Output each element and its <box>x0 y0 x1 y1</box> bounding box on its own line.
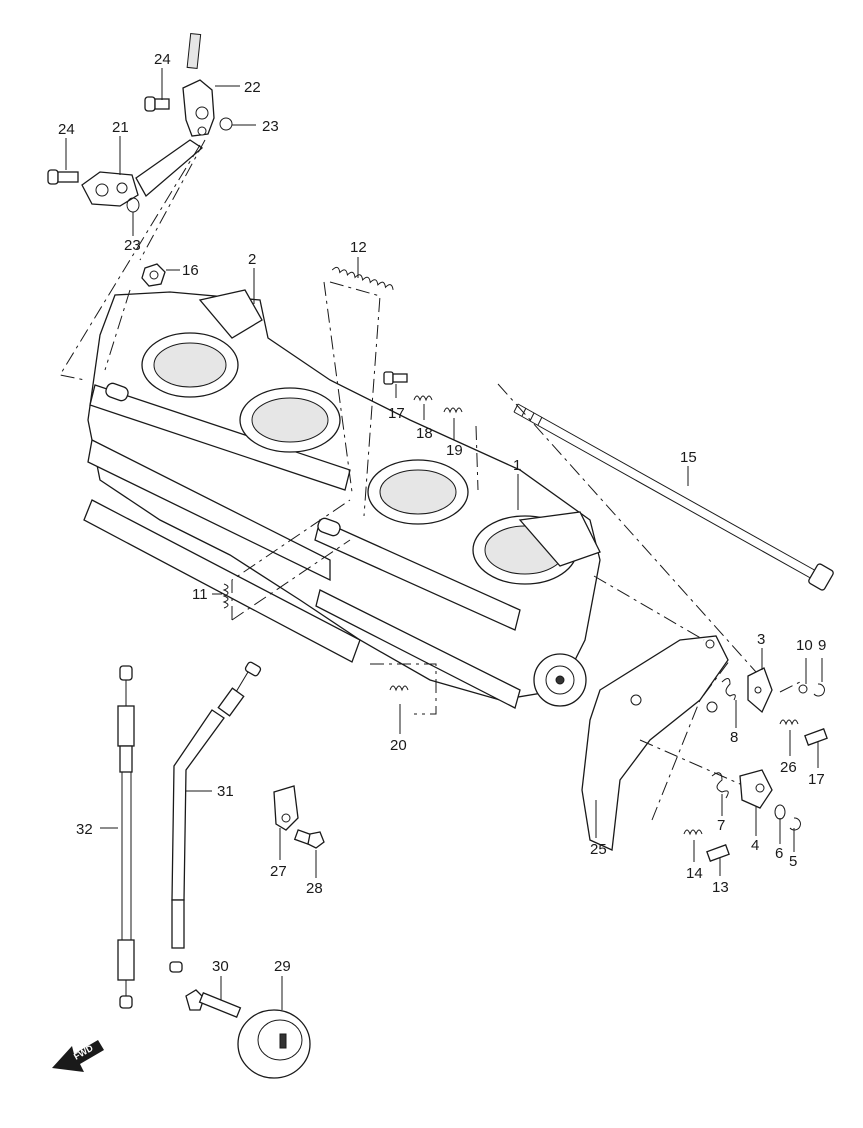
screw-24-top <box>144 96 170 112</box>
label-29: 29 <box>274 958 291 975</box>
label-15: 15 <box>680 449 697 466</box>
washer-10 <box>798 684 808 694</box>
label-25: 25 <box>590 841 607 858</box>
label-3: 3 <box>757 631 765 648</box>
washer-6 <box>774 804 786 820</box>
sensor-21 <box>81 139 204 207</box>
clip-9 <box>813 683 825 697</box>
nut-16 <box>141 263 166 287</box>
label-4: 4 <box>751 837 759 854</box>
throttle-body-assembly <box>83 289 601 709</box>
label-17-lower: 17 <box>808 771 825 788</box>
screw-13 <box>706 844 730 862</box>
spring-12 <box>331 266 394 290</box>
label-14: 14 <box>686 865 703 882</box>
cable-32 <box>117 665 135 1009</box>
label-10: 10 <box>796 637 813 654</box>
label-2: 2 <box>248 251 256 268</box>
spring-11 <box>222 583 229 609</box>
cable-31 <box>169 661 262 973</box>
label-21: 21 <box>112 119 129 136</box>
label-24-left: 24 <box>58 121 75 138</box>
label-22: 22 <box>244 79 261 96</box>
clip-5 <box>789 817 801 831</box>
screw-17-lower <box>804 728 828 746</box>
label-24-top: 24 <box>154 51 171 68</box>
label-30: 30 <box>212 958 229 975</box>
spring-19 <box>443 407 463 414</box>
label-18: 18 <box>416 425 433 442</box>
sensor-22 <box>182 33 215 137</box>
o-ring-23-top <box>219 117 233 131</box>
screw-17-upper <box>383 371 408 385</box>
label-19: 19 <box>446 442 463 459</box>
label-7: 7 <box>717 817 725 834</box>
o-ring-23-left <box>126 197 140 213</box>
label-31: 31 <box>217 783 234 800</box>
label-27: 27 <box>270 863 287 880</box>
screw-28 <box>293 829 325 849</box>
label-11: 11 <box>192 586 208 603</box>
spring-18 <box>413 395 433 402</box>
long-bolt-15 <box>513 403 834 591</box>
label-9: 9 <box>818 637 826 654</box>
reference-lines <box>59 139 801 821</box>
label-23-top: 23 <box>262 118 279 135</box>
label-12: 12 <box>350 239 367 256</box>
label-28: 28 <box>306 880 323 897</box>
label-23-left: 23 <box>124 237 141 254</box>
label-32: 32 <box>76 821 93 838</box>
cap-29 <box>237 1009 311 1079</box>
leader-lines <box>65 68 823 1010</box>
spring-7 <box>711 772 729 799</box>
spring-8 <box>721 678 736 701</box>
callout-labels: 24 22 23 24 21 23 16 2 12 17 18 19 1 15 … <box>58 51 826 975</box>
screw-24-left <box>47 169 79 185</box>
label-6: 6 <box>775 845 783 862</box>
spring-14 <box>683 829 703 836</box>
fwd-arrow-icon: FWD <box>52 1040 104 1072</box>
label-17-upper: 17 <box>388 405 405 422</box>
label-16: 16 <box>182 262 199 279</box>
spring-26 <box>779 719 799 726</box>
bolt-30 <box>185 989 242 1018</box>
label-13: 13 <box>712 879 729 896</box>
bracket-25 <box>581 635 729 851</box>
label-20: 20 <box>390 737 407 754</box>
label-8: 8 <box>730 729 738 746</box>
label-26: 26 <box>780 759 797 776</box>
lever-3 <box>747 667 773 714</box>
label-5: 5 <box>789 853 797 870</box>
lever-4 <box>739 769 773 809</box>
spring-20 <box>389 685 409 692</box>
bracket-27 <box>273 785 299 831</box>
label-1: 1 <box>513 457 521 474</box>
